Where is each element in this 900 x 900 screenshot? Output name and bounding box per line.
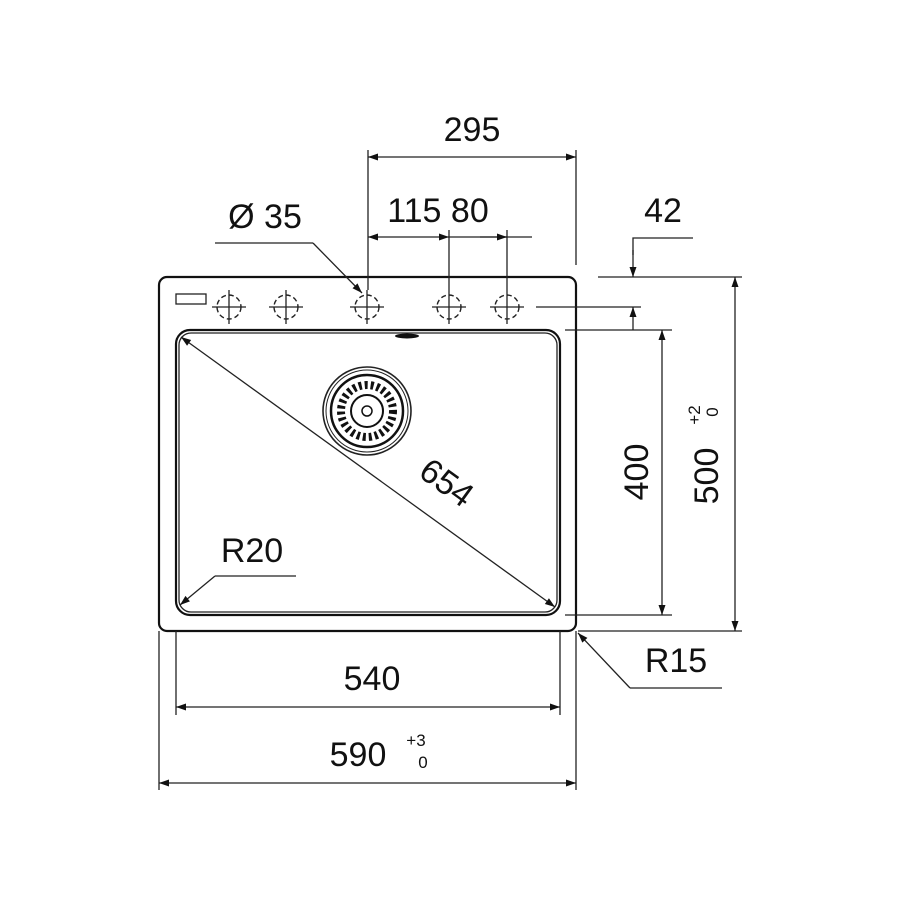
dimension-label: 115 80 — [387, 192, 488, 230]
dimension-tap-hole-diameter: Ø 35 — [215, 198, 363, 294]
drain-strainer-icon — [322, 366, 412, 456]
dimension-label: Ø 35 — [228, 198, 302, 236]
dimension-label: 42 — [644, 192, 682, 230]
dimension-label: 540 — [344, 660, 401, 698]
tolerance-lower: 0 — [418, 753, 427, 772]
overflow-slot — [395, 333, 419, 339]
dimension-bowl-width-540: 540 — [175, 631, 561, 715]
bowl-outline — [174, 328, 562, 617]
label-plate — [175, 293, 207, 305]
tap-hole-icon — [350, 290, 384, 324]
dimension-label: 590 — [330, 736, 387, 774]
tap-hole-icon — [432, 290, 466, 324]
dimension-label: 400 — [618, 444, 656, 501]
dimension-outer-width-590: 590 +3 0 — [158, 631, 577, 790]
tolerance-lower: 0 — [703, 407, 722, 416]
dimension-label: 654 — [412, 451, 480, 515]
tap-holes — [212, 290, 641, 324]
dimension-bowl-depth-400: 400 — [565, 330, 672, 616]
dimension-outer-depth-500: 500 +2 0 — [578, 277, 742, 632]
dimension-inner-radius-r20: R20 — [179, 532, 296, 606]
dimension-hole-spacing: 115 80 — [368, 192, 532, 290]
dimension-label: 295 — [444, 111, 501, 149]
dimension-label: R20 — [221, 532, 283, 570]
dimension-rim-offset-42: 42 — [565, 192, 742, 331]
bowl-inner-outline — [178, 332, 558, 613]
tap-hole-icon — [269, 290, 303, 324]
tolerance-upper: +2 — [685, 405, 704, 424]
dimension-outer-radius-r15: R15 — [577, 632, 722, 689]
tolerance-upper: +3 — [406, 731, 425, 750]
tap-hole-icon — [212, 290, 246, 324]
tap-hole-icon — [490, 290, 524, 324]
dimension-label: R15 — [645, 642, 707, 680]
dimension-label: 500 — [688, 448, 726, 505]
dimension-overall-width-295: 295 — [367, 111, 577, 290]
